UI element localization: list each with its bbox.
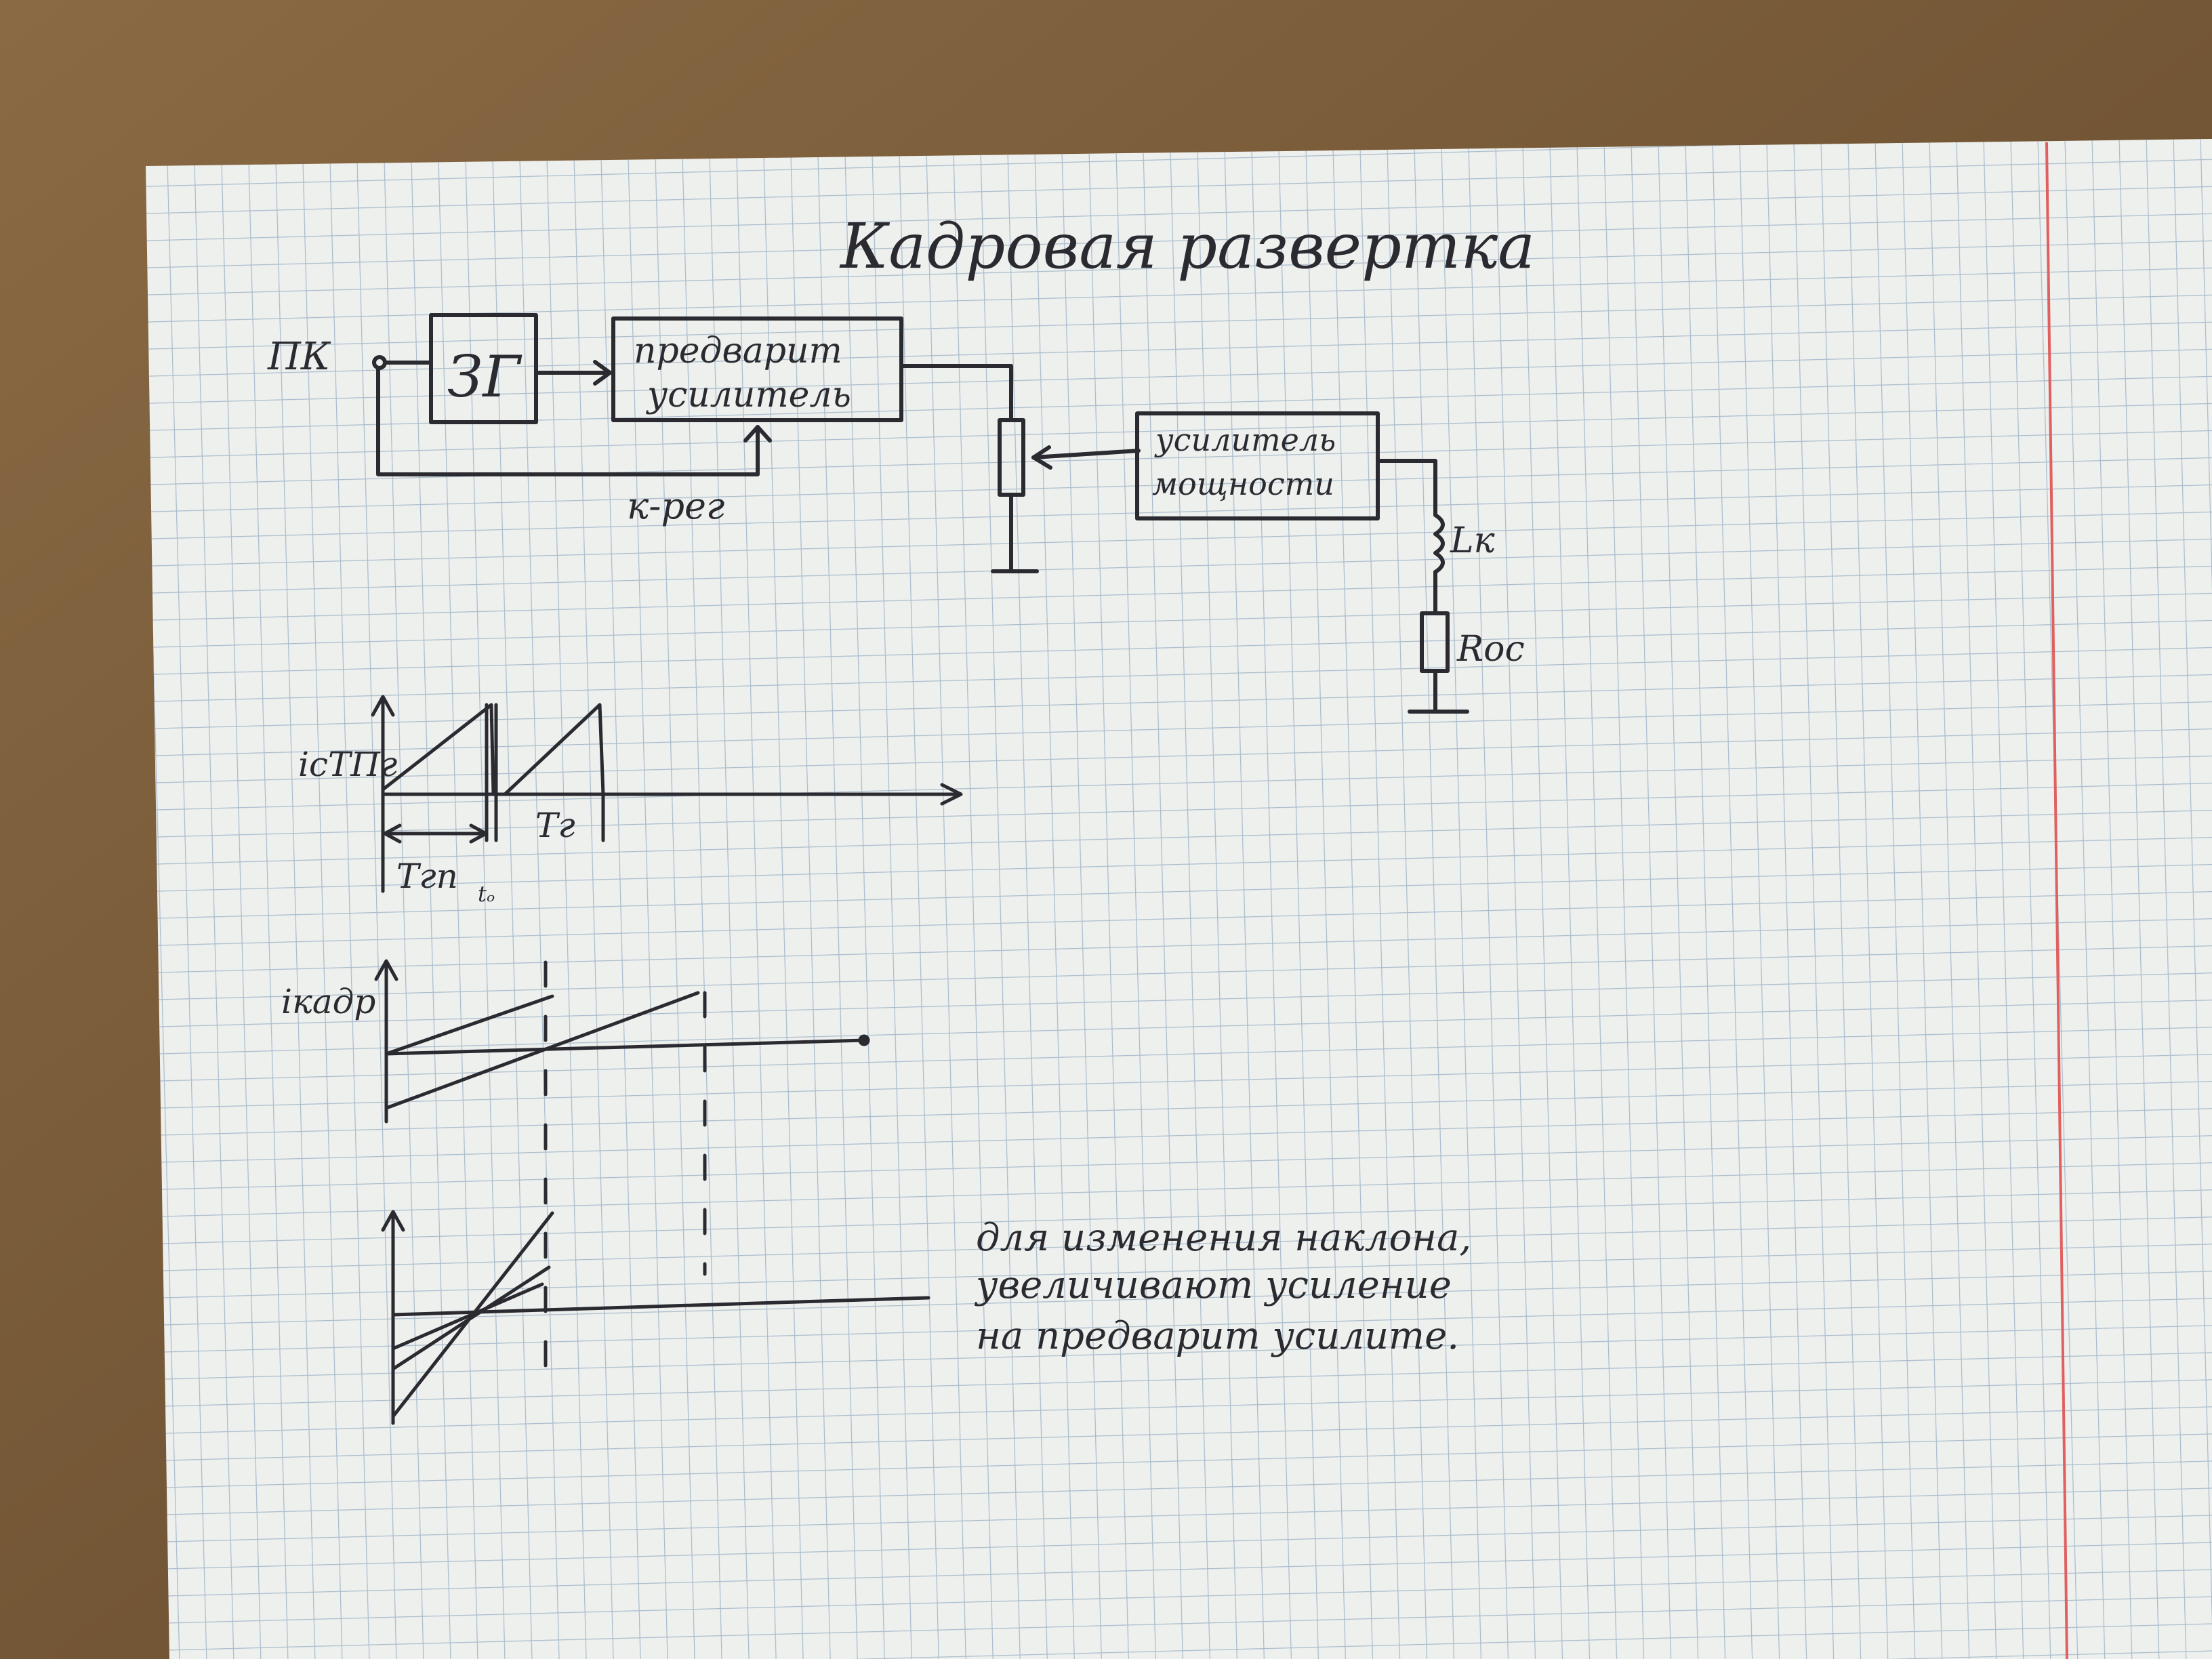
graph-frame-current: [374, 959, 870, 1378]
block-diagram: [372, 313, 1469, 714]
note-line-2: увеличивают усиление: [974, 1263, 1452, 1307]
graph3-line-flat: [391, 1282, 544, 1351]
graph-slope-change: [381, 1210, 930, 1425]
sawtooth-wave: [381, 703, 605, 796]
feedback-wire: [376, 366, 760, 476]
note-line-1: для изменения наклона,: [976, 1216, 1471, 1260]
generator-label: ЗГ: [447, 344, 523, 410]
paper-sheet: [146, 139, 2212, 1659]
preamp-label-1: предварит: [634, 331, 842, 371]
power-amp-label-1: усилитель: [1154, 422, 1336, 458]
input-label: ПК: [267, 335, 331, 379]
resistor-label: Roc: [1456, 629, 1525, 670]
graph2-y-label: iкадр: [281, 982, 375, 1021]
graph3-line-mid: [391, 1265, 551, 1371]
graph1-y-label: iсТПг: [298, 745, 397, 784]
power-amp-block: [1135, 411, 1380, 520]
graph2-line-long: [384, 991, 700, 1110]
note-line-3: на предварит усилите.: [976, 1314, 1459, 1358]
graph-sawtooth: [371, 695, 963, 893]
page-title: Кадровая развертка: [839, 210, 1535, 283]
generator-block: [429, 313, 538, 424]
inductor-coil: [1433, 513, 1445, 574]
graph1-small-mark: tₒ: [478, 881, 495, 907]
feedback-arrow: [743, 425, 772, 443]
graph2-line-short: [384, 994, 554, 1056]
power-amp-label-2: мощности: [1152, 466, 1334, 502]
preamp-block: [611, 316, 903, 422]
margin-line: [2045, 142, 2068, 1659]
graph1-period-left: Тгп: [396, 857, 458, 896]
feedback-label: к-рег: [627, 485, 724, 527]
graph2-x-axis: [384, 1038, 866, 1056]
preamp-label-2: усилитель: [646, 375, 851, 415]
graph1-period-right: Тг: [535, 806, 575, 845]
inductor-label: Lк: [1450, 520, 1496, 561]
